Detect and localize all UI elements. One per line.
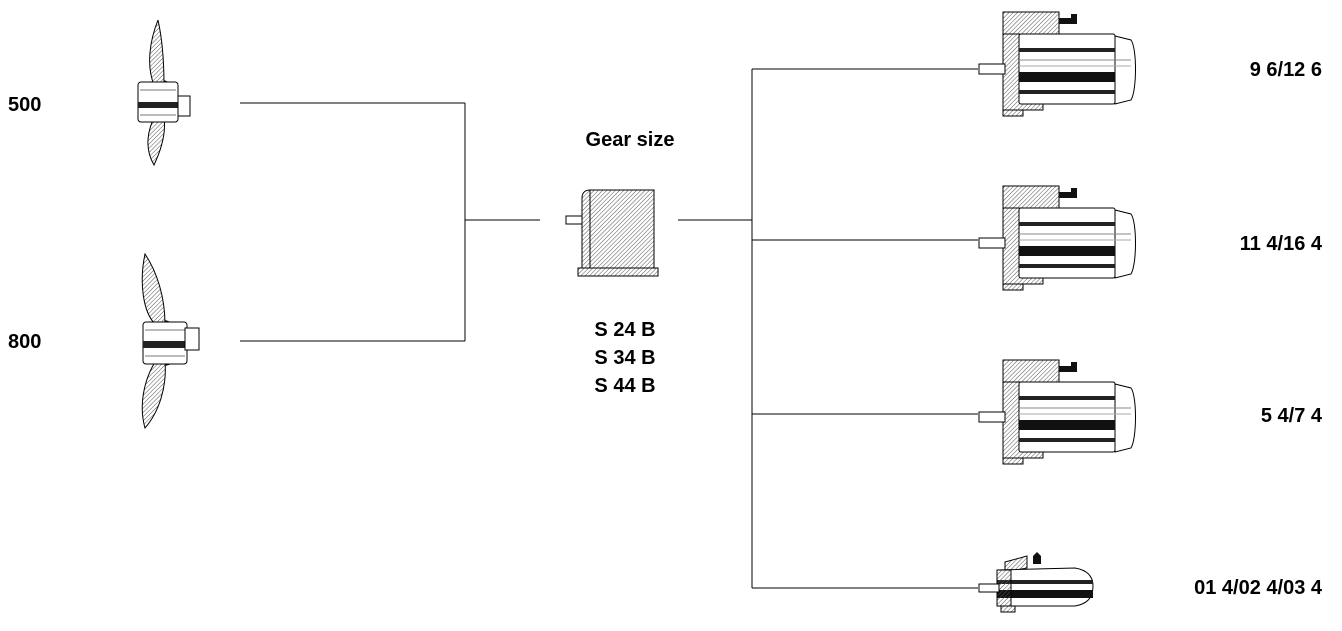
motor-label-2: 11 4/16 4 xyxy=(1239,233,1322,255)
gear-size-1: S 24 B xyxy=(594,319,656,341)
propeller-label-800: 800 xyxy=(8,331,42,353)
gearbox-icon xyxy=(565,189,659,277)
propeller-small-icon xyxy=(137,20,191,167)
gear-size-2: S 34 B xyxy=(594,347,656,369)
motor-icon xyxy=(978,359,1136,465)
propeller-label-500: 500 xyxy=(8,94,42,116)
propeller-large-icon xyxy=(141,252,200,430)
gear-size-title: Gear size xyxy=(585,129,675,151)
motor-icon xyxy=(978,185,1136,291)
gear-size-3: S 44 B xyxy=(594,375,656,397)
motor-small-icon xyxy=(978,552,1094,613)
motor-label-1: 9 6/12 6 xyxy=(1249,59,1322,81)
motor-icon xyxy=(978,11,1136,117)
motor-label-4: 01 4/02 4/03 4 xyxy=(1194,577,1322,599)
motor-label-3: 5 4/7 4 xyxy=(1260,405,1322,427)
